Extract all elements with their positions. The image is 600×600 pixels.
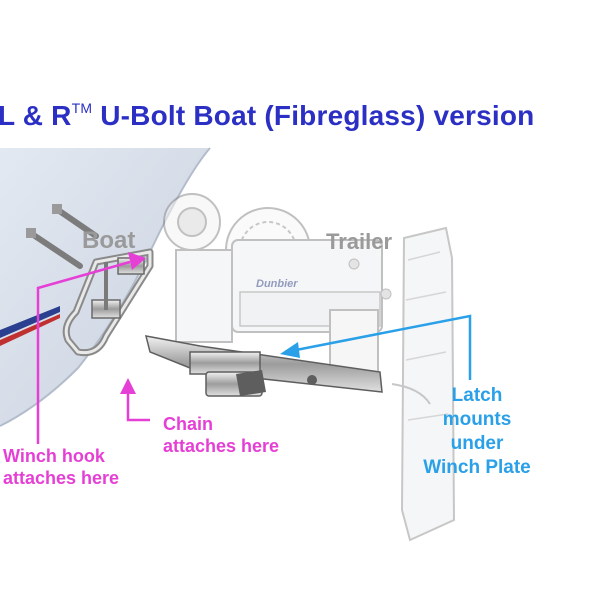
latch-arrow <box>280 314 472 380</box>
trailer-post <box>400 226 456 542</box>
chain-label: Chain attaches here <box>163 414 280 456</box>
winch-assembly: Dunbier <box>163 193 456 542</box>
u-bolt-studs <box>26 204 99 269</box>
hull-stripe-blue <box>0 306 60 338</box>
chain-arrow <box>120 378 150 422</box>
latch-label: Latch mounts under Winch Plate <box>423 385 531 478</box>
winch-hook-arrow <box>36 252 146 444</box>
winch-post <box>175 249 233 343</box>
winch-brand-label: Dunbier <box>256 278 298 290</box>
page-title: L & RTM U-Bolt Boat (Fibreglass) version <box>0 100 535 131</box>
latch-arm <box>144 335 383 393</box>
hull-stripe-red <box>0 314 60 346</box>
boat-label: Boat <box>82 227 136 254</box>
latch-mechanism <box>144 335 383 397</box>
trailer-label: Trailer <box>326 229 393 254</box>
svg-text:Dunbier: Dunbier <box>256 278 298 290</box>
winch-hook-label: Winch hook attaches here <box>3 446 120 488</box>
